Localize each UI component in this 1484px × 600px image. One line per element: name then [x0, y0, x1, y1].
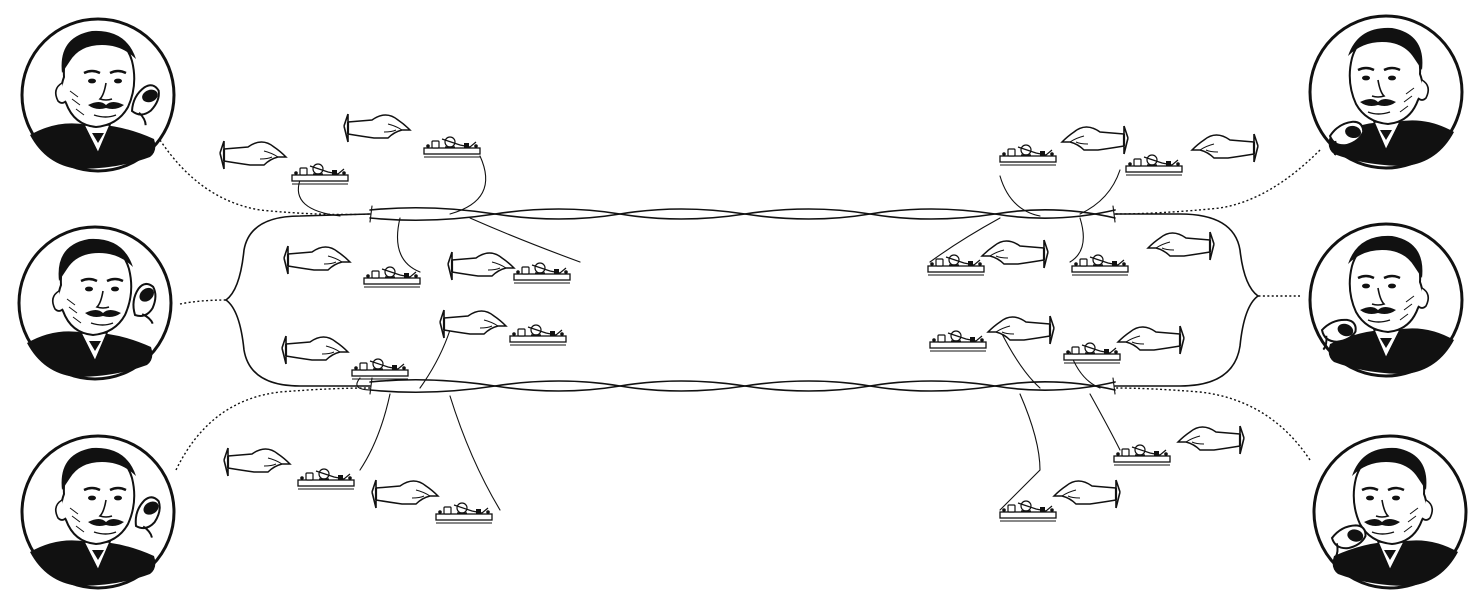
- left-operators: [220, 114, 570, 523]
- portrait-right-bottom: [1314, 436, 1466, 588]
- telegraph-key-right-1: [1000, 145, 1056, 165]
- telegraph-key-left-5: [510, 325, 566, 345]
- operator-right-1: [1062, 126, 1128, 154]
- telegraph-key-left-2: [424, 137, 480, 157]
- telegraph-key-right-8: [1000, 501, 1056, 521]
- operator-right-5: [988, 316, 1054, 344]
- telegraph-key-right-7: [1114, 445, 1170, 465]
- telegraph-key-left-6: [352, 359, 408, 379]
- telegraph-key-right-5: [930, 331, 986, 351]
- telegraph-key-right-6: [1064, 343, 1120, 363]
- left-wiring: [160, 140, 580, 510]
- telegraph-key-left-7: [298, 469, 354, 489]
- trunk-line-top: [370, 206, 1115, 222]
- telegraph-key-left-4: [514, 263, 570, 283]
- operator-left-3: [284, 246, 350, 274]
- operator-left-2: [344, 114, 410, 142]
- telegraph-key-left-1: [292, 164, 348, 184]
- trunk-line-bottom: [370, 378, 1115, 394]
- portrait-left-bottom: [22, 436, 174, 588]
- operator-left-4: [448, 252, 514, 280]
- operator-right-8: [1054, 480, 1120, 508]
- portrait-left-top: [22, 19, 174, 171]
- portrait-right-middle: [1310, 224, 1462, 376]
- operator-right-6: [1118, 326, 1184, 354]
- portrait-left-middle: [19, 227, 171, 379]
- operator-right-4: [1148, 232, 1214, 260]
- telegraph-key-right-2: [1126, 155, 1182, 175]
- operator-right-7: [1178, 426, 1244, 454]
- operator-left-7: [224, 448, 290, 476]
- telegraph-key-left-8: [436, 503, 492, 523]
- portrait-right-top: [1310, 16, 1462, 168]
- operator-left-1: [220, 141, 286, 169]
- operator-right-3: [982, 240, 1048, 268]
- operator-left-8: [372, 480, 438, 508]
- operator-left-6: [282, 336, 348, 364]
- telegraph-key-right-4: [1072, 255, 1128, 275]
- right-operators: [928, 126, 1258, 521]
- operator-right-2: [1192, 134, 1258, 162]
- operator-left-5: [440, 310, 506, 338]
- telegraph-key-left-3: [364, 267, 420, 287]
